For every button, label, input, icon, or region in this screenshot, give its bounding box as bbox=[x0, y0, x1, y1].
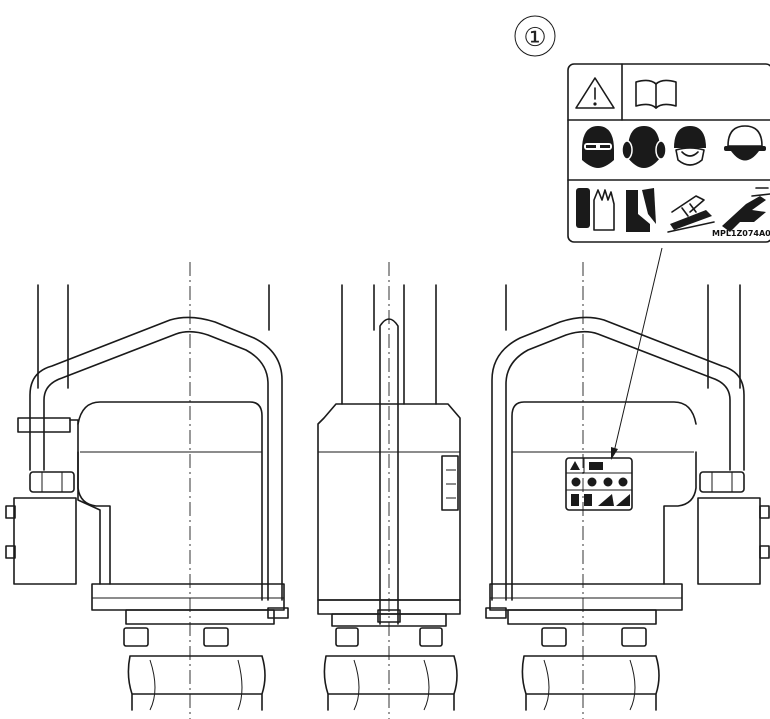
eye-protection-icon bbox=[582, 126, 614, 168]
leader-arrow bbox=[611, 247, 663, 460]
hand-cut-hazard-icon bbox=[722, 187, 770, 232]
hand-crush-hazard-icon bbox=[667, 195, 715, 233]
safety-gloves-icon bbox=[576, 188, 615, 231]
hard-hat-icon bbox=[724, 125, 766, 161]
safety-label-on-machine bbox=[565, 457, 633, 511]
ear-protection-icon bbox=[621, 126, 667, 168]
warning-triangle-icon bbox=[575, 77, 615, 109]
left-view bbox=[5, 262, 289, 719]
label-part-code: MPL1Z074A0 bbox=[712, 229, 770, 238]
respirator-mask-icon bbox=[674, 126, 706, 166]
safety-label-enlarged: MPL1Z074A0 bbox=[567, 63, 770, 243]
safety-boots-icon bbox=[626, 188, 656, 232]
middle-view bbox=[317, 262, 461, 719]
read-manual-book-icon bbox=[635, 79, 677, 109]
right-view bbox=[485, 262, 770, 719]
callout-number: ① bbox=[523, 23, 546, 53]
callout-balloon: ① bbox=[514, 15, 556, 57]
